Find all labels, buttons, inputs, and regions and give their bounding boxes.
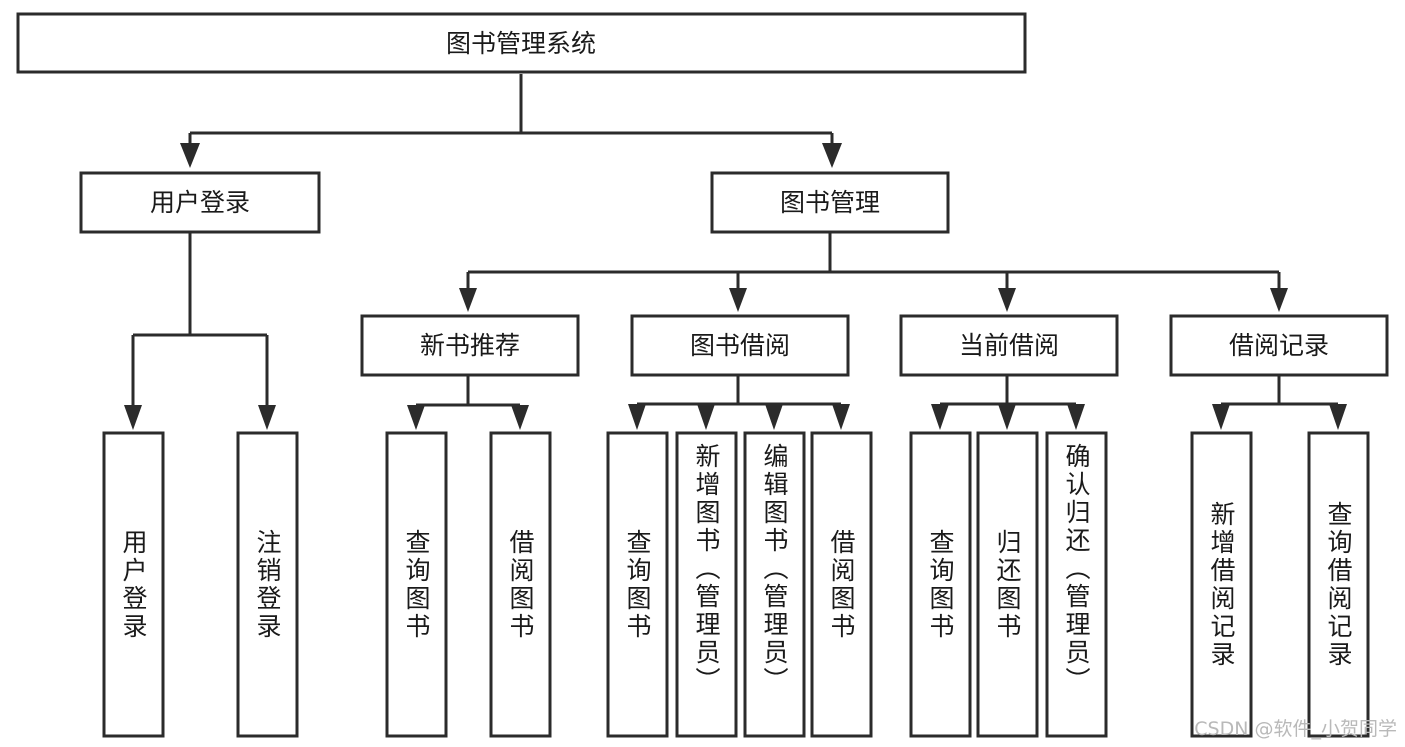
arrow-head-leaf-return-book bbox=[998, 404, 1016, 430]
arrow-head-leaf-query-record bbox=[1329, 404, 1347, 430]
node-user-login-box[interactable] bbox=[79, 171, 321, 234]
node-user-login-label: 用户登录 bbox=[150, 188, 250, 217]
node-new-book-recommend-box[interactable] bbox=[360, 314, 580, 377]
node-book-borrow[interactable]: 图书借阅 bbox=[630, 314, 850, 377]
node-book-borrow-label: 图书借阅 bbox=[690, 331, 790, 360]
arrow-head-leaf-edit-book bbox=[765, 404, 783, 430]
arrow-head-leaf-add-record bbox=[1212, 404, 1230, 430]
arrow-head-leaf-borrow-book-1 bbox=[511, 405, 529, 430]
connector-group-user-login bbox=[124, 232, 276, 430]
leaf-box-borrow-book-1[interactable] bbox=[489, 431, 552, 738]
node-book-manage-box[interactable] bbox=[710, 171, 950, 234]
node-user-login[interactable]: 用户登录 bbox=[79, 171, 321, 234]
connector-group-borrow-record bbox=[1212, 375, 1347, 430]
connector-group-book-borrow bbox=[628, 375, 850, 430]
node-current-borrow-label: 当前借阅 bbox=[959, 331, 1059, 360]
leaf-box-confirm-return[interactable] bbox=[1045, 431, 1108, 738]
arrow-head-leaf-logout bbox=[258, 405, 276, 430]
connector-group-new-book-recommend bbox=[407, 375, 529, 430]
arrow-head-leaf-add-book bbox=[697, 404, 715, 430]
node-current-borrow-box[interactable] bbox=[899, 314, 1119, 377]
leaf-box-return-book[interactable] bbox=[976, 431, 1039, 738]
leaf-box-logout[interactable] bbox=[236, 431, 299, 738]
node-borrow-record-label: 借阅记录 bbox=[1229, 331, 1329, 360]
arrow-head-book-borrow bbox=[729, 288, 747, 312]
node-root-label: 图书管理系统 bbox=[446, 29, 596, 58]
arrow-head-user-login bbox=[180, 143, 200, 168]
node-root[interactable]: 图书管理系统 bbox=[16, 12, 1027, 74]
node-borrow-record[interactable]: 借阅记录 bbox=[1169, 314, 1389, 377]
node-current-borrow[interactable]: 当前借阅 bbox=[899, 314, 1119, 377]
node-book-manage-label: 图书管理 bbox=[780, 188, 880, 217]
arrow-head-book-manage bbox=[822, 143, 842, 168]
arrow-head-borrow-record bbox=[1270, 288, 1288, 312]
node-new-book-recommend-label: 新书推荐 bbox=[420, 331, 520, 360]
leaf-box-query-book-3[interactable] bbox=[909, 431, 972, 738]
leaf-box-query-book-1[interactable] bbox=[385, 431, 448, 738]
arrow-head-leaf-user-login bbox=[124, 405, 142, 430]
node-new-book-recommend[interactable]: 新书推荐 bbox=[360, 314, 580, 377]
connector-group-current-borrow bbox=[931, 375, 1085, 430]
arrow-head-new-book-recommend bbox=[459, 288, 477, 312]
leaf-box-user-login[interactable] bbox=[102, 431, 165, 738]
leaf-box-borrow-book-2[interactable] bbox=[810, 431, 873, 738]
arrow-head-leaf-confirm-return bbox=[1067, 404, 1085, 430]
node-book-manage[interactable]: 图书管理 bbox=[710, 171, 950, 234]
csdn-watermark: CSDN @软件_小贺同学 bbox=[1194, 718, 1397, 740]
leaf-box-add-book[interactable] bbox=[675, 431, 738, 738]
node-book-borrow-box[interactable] bbox=[630, 314, 850, 377]
arrow-head-current-borrow bbox=[998, 288, 1016, 312]
arrow-head-leaf-query-book-1 bbox=[407, 405, 425, 430]
leaf-box-add-record[interactable] bbox=[1190, 431, 1253, 738]
connector-group-root bbox=[180, 74, 842, 168]
leaf-box-edit-book[interactable] bbox=[743, 431, 806, 738]
leaf-box-query-record[interactable] bbox=[1307, 431, 1370, 738]
arrow-head-leaf-query-book-3 bbox=[931, 404, 949, 430]
arrow-head-leaf-borrow-book-2 bbox=[832, 404, 850, 430]
connector-group-book-manage bbox=[459, 232, 1288, 312]
leaf-box-query-book-2[interactable] bbox=[606, 431, 669, 738]
arrow-head-leaf-query-book-2 bbox=[628, 404, 646, 430]
node-root-box[interactable] bbox=[16, 12, 1027, 74]
node-borrow-record-box[interactable] bbox=[1169, 314, 1389, 377]
